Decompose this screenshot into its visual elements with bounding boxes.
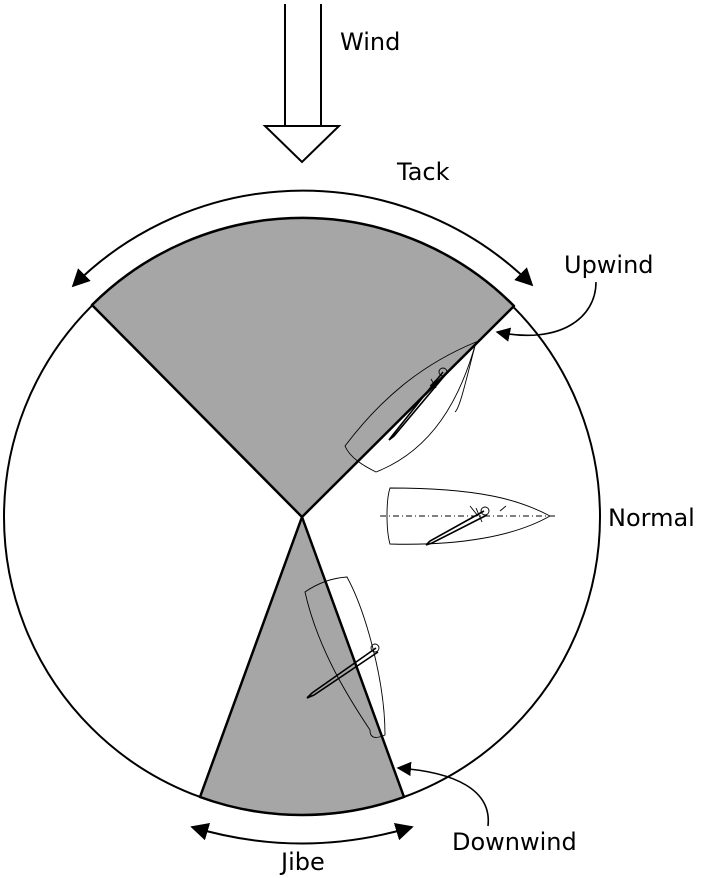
downwind-callout-arrow [396,761,489,827]
tack-label: Tack [396,158,450,186]
normal-label: Normal [608,504,695,532]
downwind-no-sail-zone [198,515,406,817]
boat-upwind-icon [344,341,477,473]
boat-downwind-icon [304,576,386,738]
boat-normal-icon [380,487,558,546]
wind-arrow [262,4,342,164]
upwind-callout-arrow [495,281,597,342]
tack-arc-arrow [71,189,534,288]
downwind-label: Downwind [452,828,577,856]
wind-label: Wind [340,28,400,56]
jibe-arc-arrow [190,823,414,845]
jibe-label: Jibe [279,848,325,876]
upwind-label: Upwind [564,251,654,279]
